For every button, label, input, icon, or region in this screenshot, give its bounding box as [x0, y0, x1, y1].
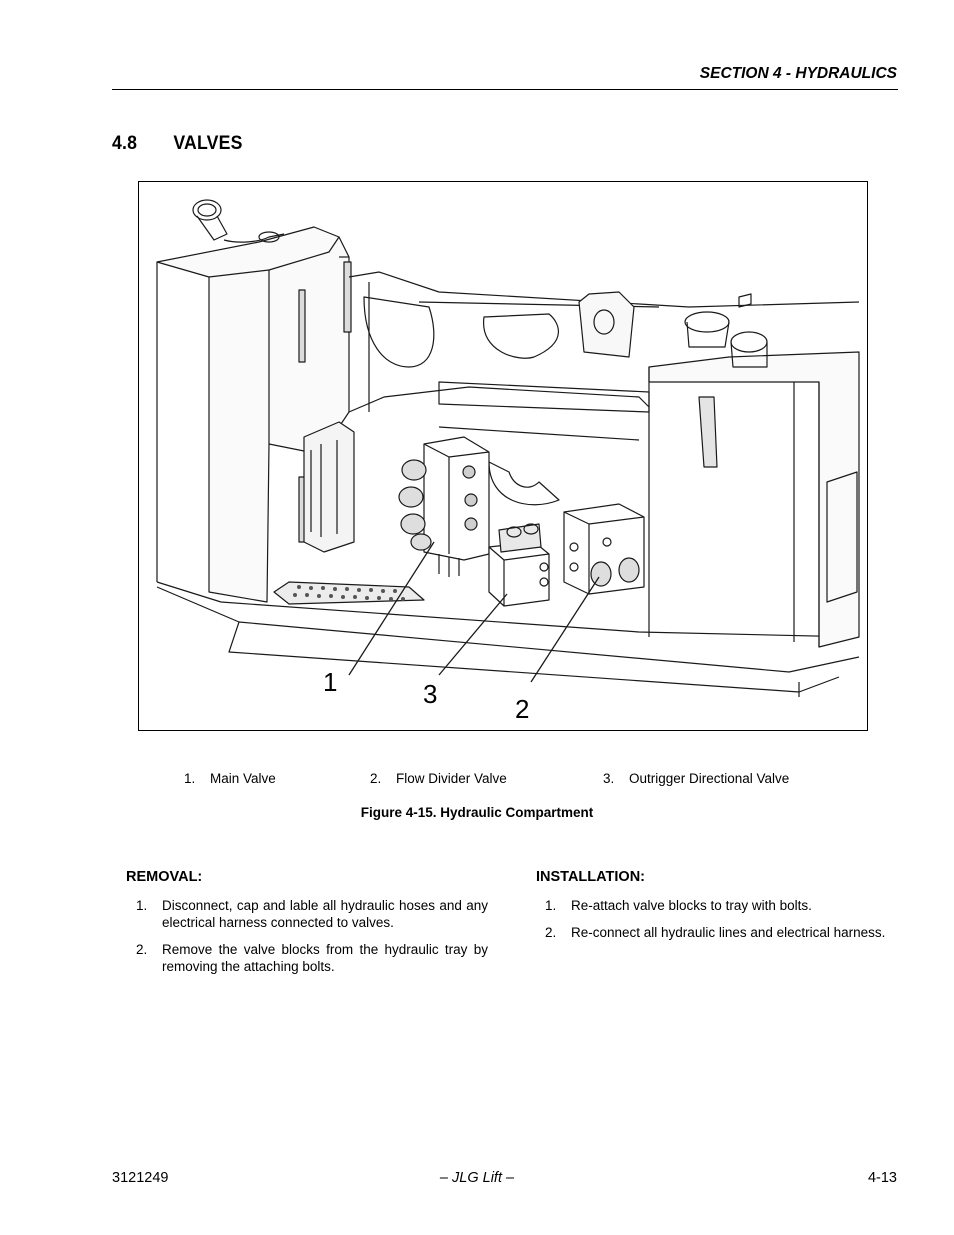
legend-number: 2.: [370, 771, 382, 786]
removal-heading: REMOVAL:: [126, 869, 203, 885]
step-number: 1.: [545, 898, 557, 913]
step-text: Re-connect all hydraulic lines and elect…: [571, 925, 886, 940]
legend-label: Outrigger Directional Valve: [629, 771, 790, 786]
removal-steps: 1. Disconnect, cap and lable all hydrauli…: [136, 897, 488, 985]
step-number: 1.: [136, 898, 148, 913]
step-text: Re-attach valve blocks to tray with bolt…: [571, 898, 812, 913]
header-rule: [112, 89, 898, 90]
footer-doc-number: 3121249: [112, 1170, 169, 1186]
legend-number: 1.: [184, 771, 196, 786]
callout-3: 3: [423, 679, 438, 709]
legend-item-outrigger-directional-valve: 3. Outrigger Directional Valve: [603, 771, 789, 786]
legend-item-flow-divider-valve: 2. Flow Divider Valve: [370, 771, 507, 786]
figure-caption: Figure 4-15. Hydraulic Compartment: [360, 805, 594, 820]
step-number: 2.: [545, 925, 557, 940]
installation-steps: 1. Re-attach valve blocks to tray with bo…: [545, 897, 907, 951]
step-number: 2.: [136, 942, 148, 957]
footer-brand: – JLG Lift –: [439, 1170, 515, 1186]
legend-label: Main Valve: [210, 771, 276, 786]
callout-2: 2: [515, 694, 530, 724]
legend-label: Flow Divider Valve: [396, 771, 507, 786]
hydraulic-compartment-figure: 1 3 2: [138, 181, 868, 731]
section-title: VALVES: [173, 133, 243, 154]
installation-heading: INSTALLATION:: [536, 869, 645, 885]
step-text: Disconnect, cap and lable all hydraulic …: [162, 898, 488, 930]
legend-item-main-valve: 1. Main Valve: [184, 771, 276, 786]
callout-1: 1: [323, 667, 338, 697]
list-item: 1. Disconnect, cap and lable all hydrauli…: [136, 897, 488, 931]
section-heading: 4.8 VALVES: [112, 133, 243, 155]
list-item: 1. Re-attach valve blocks to tray with bo…: [545, 897, 907, 914]
section-number: 4.8: [112, 133, 138, 154]
section-header-title: SECTION 4 - HYDRAULICS: [699, 65, 897, 82]
legend-number: 3.: [603, 771, 615, 786]
list-item: 2. Remove the valve blocks from the hydra…: [136, 941, 488, 975]
step-text: Remove the valve blocks from the hydraul…: [162, 942, 488, 974]
footer-page-number: 4-13: [867, 1170, 897, 1186]
hydraulic-compartment-illustration: [156, 199, 860, 697]
list-item: 2. Re-connect all hydraulic lines and ele…: [545, 924, 907, 941]
